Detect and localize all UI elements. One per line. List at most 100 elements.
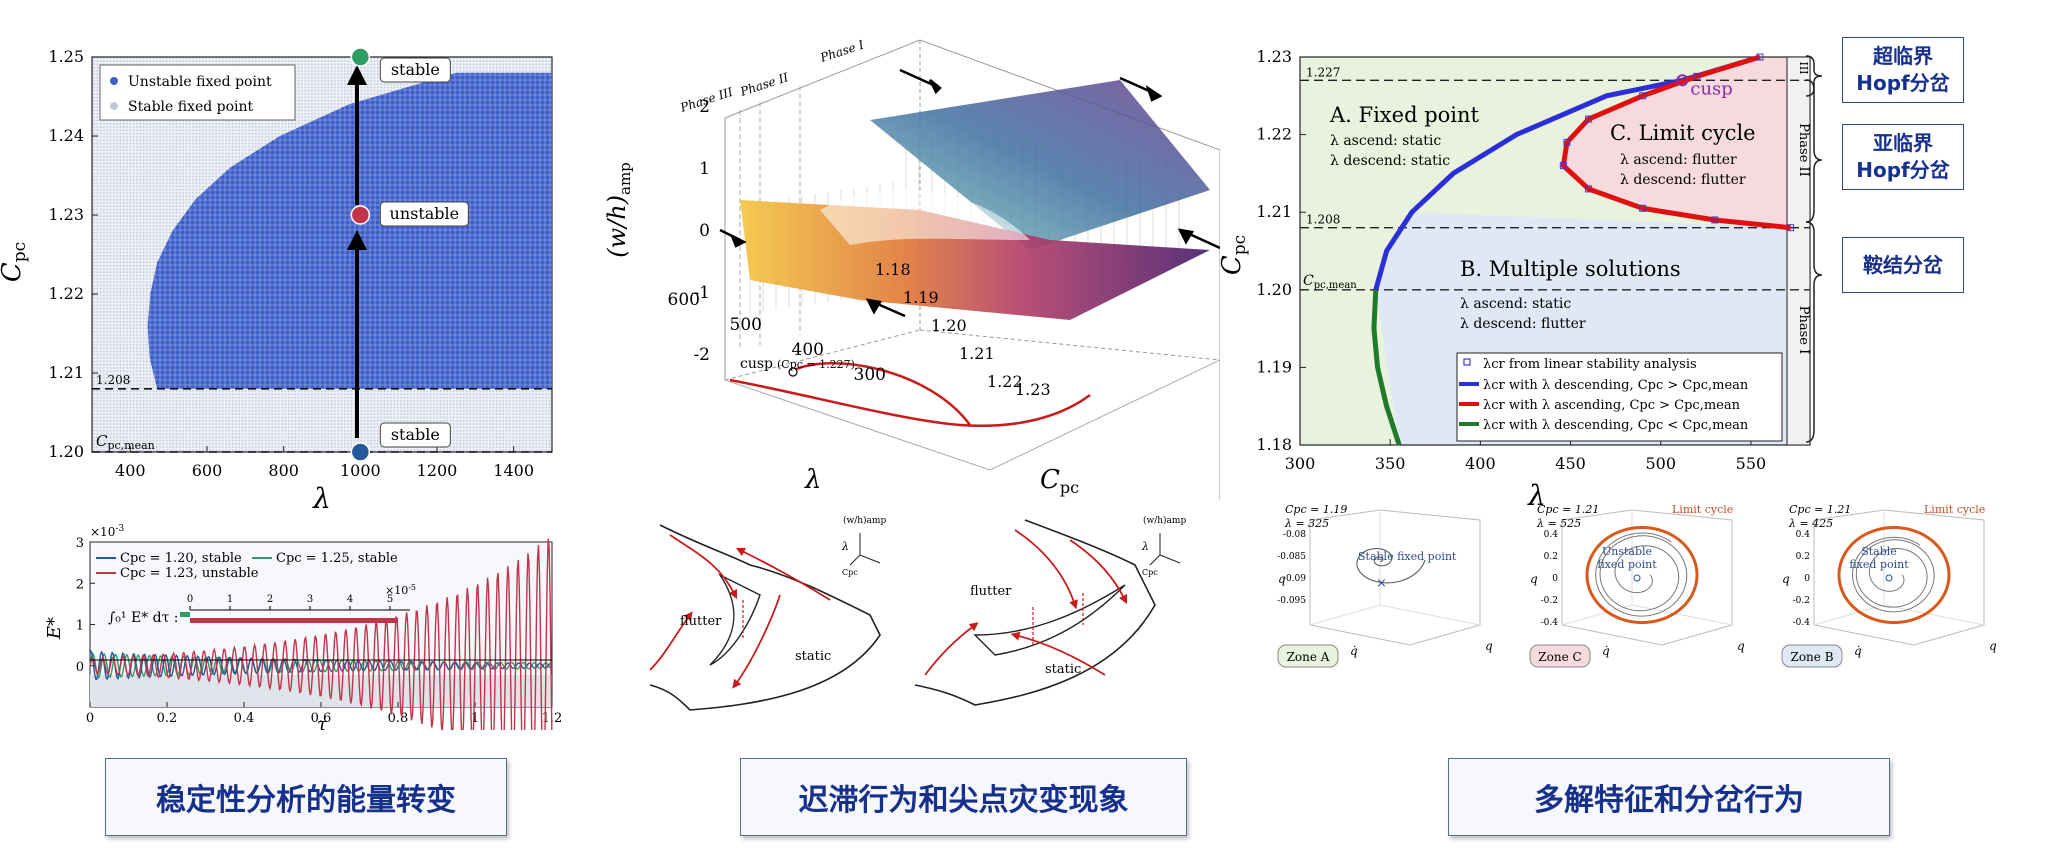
x-tick-label: 600	[192, 461, 223, 480]
legend-blue-label: Cpc = 1.20, stable	[120, 551, 242, 566]
phase-legend-box	[1456, 352, 1783, 442]
q2dot-label: q̇	[1350, 644, 1358, 658]
hline-label-1208: 1.208	[96, 373, 130, 387]
legend-green-label: Cpc = 1.25, stable	[276, 551, 398, 566]
x-tick-label: 800	[268, 461, 299, 480]
y-tick-label: 1.23	[48, 205, 84, 224]
lsa-marker	[1585, 115, 1593, 123]
inset-tick-label: 1	[227, 594, 233, 605]
param-cpc: Cpc = 1.19	[1285, 505, 1347, 516]
flutter-label-1: flutter	[680, 614, 722, 629]
zone-chip-label: Zone A	[1287, 650, 1330, 664]
x-tick-label: 0.6	[311, 711, 332, 726]
q2-label: q	[1989, 639, 1997, 653]
phase-portrait-panel: Stable fixed point×Cpc = 1.19λ = 325-0.0…	[1277, 505, 1493, 668]
cpc-tick-label: 1.19	[903, 288, 939, 307]
legend-line3: λcr with λ ascending, Cpc > Cpc,mean	[1483, 398, 1741, 413]
phase1-label: Phase I	[818, 38, 866, 66]
hline-label-1227: 1.227	[1306, 65, 1340, 79]
param-lambda: λ = 425	[1788, 517, 1833, 530]
fold-region	[820, 188, 1030, 245]
caption-middle: 迟滞行为和尖点灾变现象	[740, 758, 1187, 836]
zone-a-line2: λ descend: static	[1330, 153, 1450, 169]
y-tick-label: 1.20	[1256, 280, 1292, 299]
z-tick-label: 1	[699, 159, 710, 179]
cpc-tick-label: 1.18	[875, 260, 911, 279]
x-tick-label: 0.2	[157, 711, 178, 726]
q2-label: q	[1737, 639, 1745, 653]
inset-integral-label: ∫₀¹ E* dτ :	[108, 610, 179, 626]
q1-label: q	[1278, 572, 1286, 586]
cpc-tick-label: 1.20	[931, 316, 967, 335]
q1-tick-label: 0	[1552, 574, 1558, 584]
q1-tick-label: -0.095	[1277, 596, 1306, 606]
legend-unstable-marker	[110, 77, 118, 85]
state-label: stable	[391, 425, 440, 444]
z-tick-label: 0	[699, 221, 710, 241]
cpc-axis-label: Cpc	[1040, 465, 1079, 497]
legend-box	[99, 64, 296, 121]
zone-c-line2: λ descend: flutter	[1620, 172, 1746, 188]
z-tick-label: -2	[693, 345, 710, 365]
lsa-marker	[1563, 138, 1571, 146]
x-tick-label: 1200	[417, 461, 458, 480]
direction-arrows	[719, 68, 1220, 318]
y-tick-label: 2	[76, 577, 84, 592]
lambda-tick-label: 500	[730, 315, 762, 335]
fixed-point-marker: ×	[1376, 576, 1387, 591]
side-box-1-line2: Hopf分岔	[1856, 71, 1950, 95]
trajectory	[1595, 532, 1688, 617]
zone-b-line1: λ ascend: static	[1460, 296, 1571, 312]
x-tick-label: 400	[115, 461, 146, 480]
energy-y-label: E*	[44, 617, 65, 640]
x-tick-label: 0.4	[234, 711, 255, 726]
phase-portraits: Stable fixed point×Cpc = 1.19λ = 325-0.0…	[1277, 505, 1997, 668]
sketch-left: flutter static (w/h)amp λ Cpc	[649, 515, 886, 711]
upper-surface	[870, 80, 1210, 250]
q2-label: q	[1485, 639, 1493, 653]
x-tick-label: 300	[1285, 454, 1316, 473]
inset-bar-red	[190, 618, 398, 623]
param-cpc: Cpc = 1.21	[1537, 505, 1599, 516]
y-tick-label: 3	[76, 536, 84, 551]
state-marker	[350, 442, 371, 462]
cusp-text: cusp	[1690, 78, 1732, 99]
x-tick-label: 450	[1555, 454, 1586, 473]
curve-blue	[1373, 54, 1761, 291]
param-cpc: Cpc = 1.21	[1789, 505, 1851, 516]
side-box-saddle-node: 鞍结分岔	[1842, 237, 1964, 293]
axes-c-1: Cpc	[842, 568, 858, 577]
state-marker	[350, 205, 371, 225]
energy-x-label: τ	[317, 714, 328, 730]
trajectory	[1852, 536, 1935, 613]
limit-cycle	[1837, 526, 1951, 624]
caption-left: 稳定性分析的能量转变	[105, 758, 507, 836]
phase-x-label: λ	[1527, 479, 1546, 512]
x-tick-label: 0.8	[388, 711, 409, 726]
cusp-point	[788, 367, 798, 377]
q1-tick-label: 0.4	[1544, 530, 1559, 540]
axes-l-2: λ	[1141, 540, 1149, 553]
cusp-projection	[729, 378, 1091, 427]
legend-line2: λcr with λ descending, Cpc > Cpc,mean	[1483, 378, 1749, 393]
side-box-supercritical-hopf: 超临界 Hopf分岔	[1842, 37, 1964, 103]
legend-unstable-label: Unstable fixed point	[128, 74, 272, 90]
fixed-point-marker	[1633, 574, 1641, 582]
y-tick-label: 1.20	[48, 442, 84, 461]
phase-strip-i: Phase I	[1796, 306, 1811, 355]
q1-tick-label: 0.4	[1796, 530, 1811, 540]
q1-tick-label: -0.4	[1793, 618, 1811, 628]
lambda-tick-label: 300	[854, 365, 886, 385]
phase-strip-iii: III	[1797, 61, 1810, 74]
param-lambda: λ = 325	[1284, 517, 1329, 530]
trajectory	[1356, 547, 1426, 584]
hline-label-mean: Cpc,mean	[1303, 273, 1357, 291]
flutter-label-2: flutter	[970, 584, 1012, 599]
side-brackets	[1805, 55, 1823, 443]
exp3-label: ×10-3	[90, 524, 124, 539]
series-red-line	[89, 538, 553, 730]
